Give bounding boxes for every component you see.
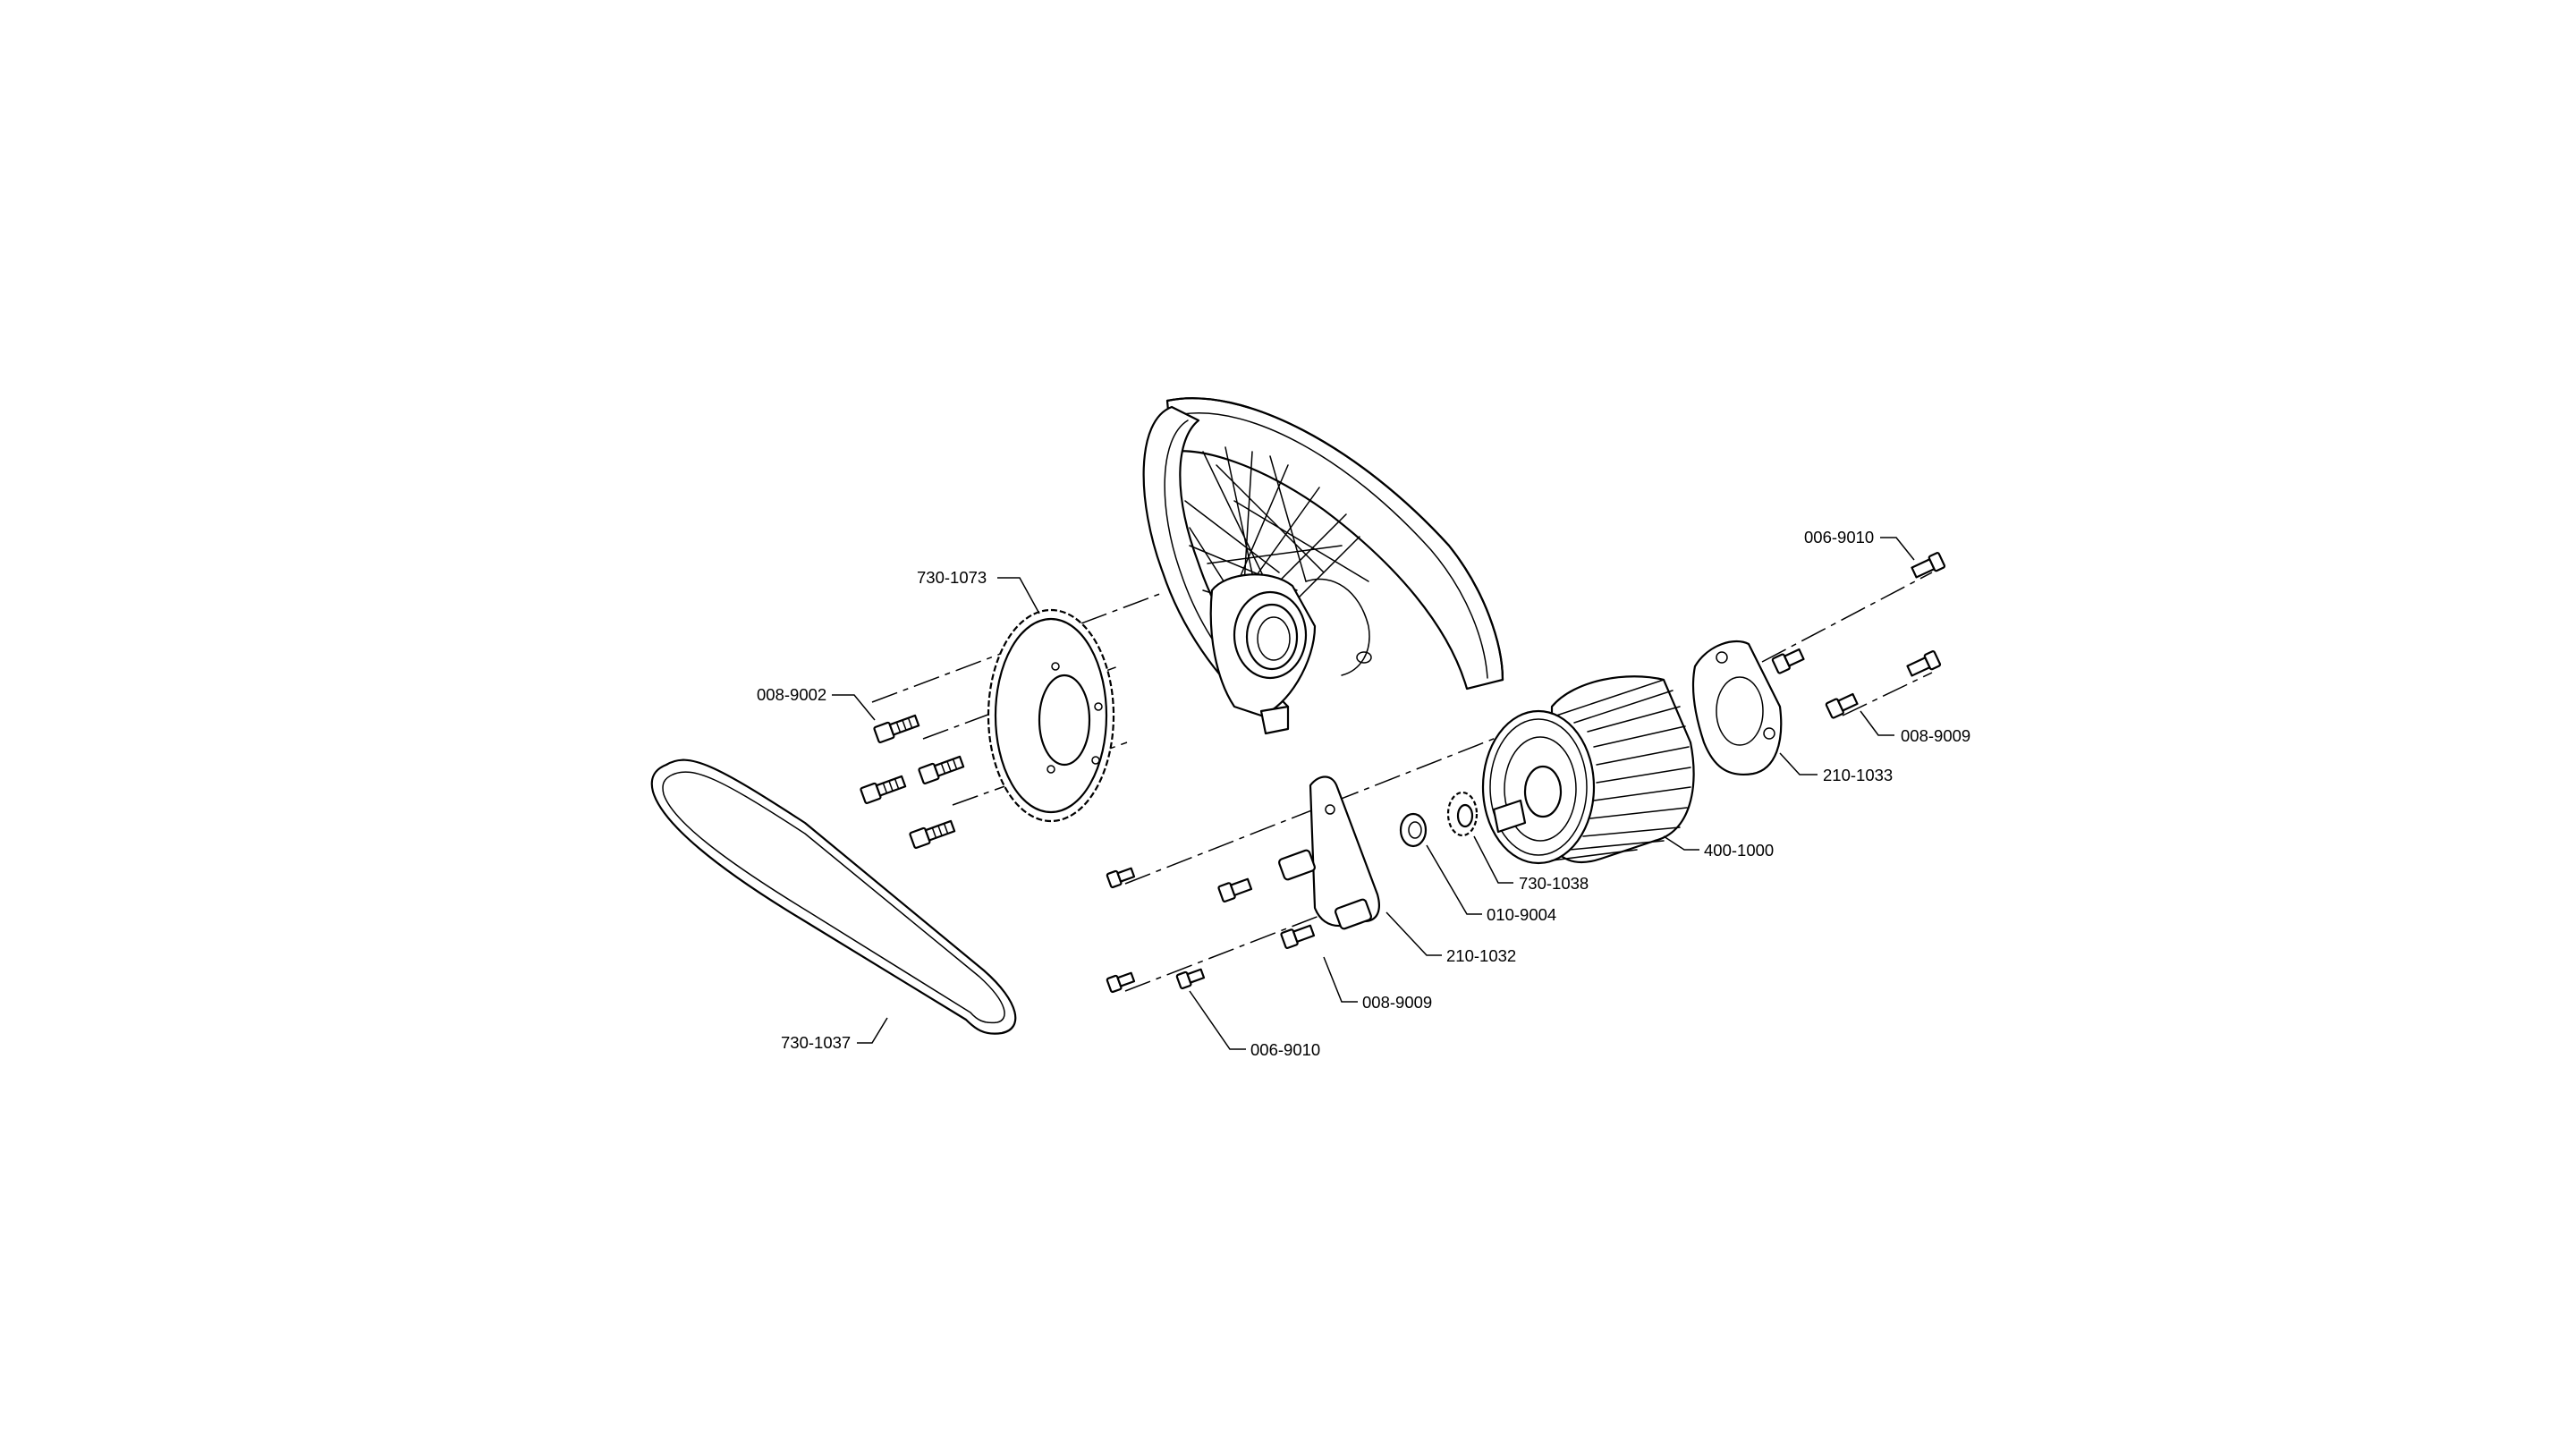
belt-730-1037 [650, 758, 1017, 1035]
sprocket-730-1073 [987, 608, 1115, 823]
callout-400-1000: 400-1000 [1704, 841, 1774, 860]
nut-010-9004 [1399, 812, 1428, 848]
motor-400-1000 [1481, 675, 1695, 865]
motor-sprocket-730-1038 [1446, 791, 1479, 837]
mount-210-1032 [1278, 775, 1380, 930]
callout-008-9009-right: 008-9009 [1901, 726, 1970, 745]
callout-008-9002: 008-9002 [757, 685, 826, 704]
callout-730-1073: 730-1073 [917, 568, 987, 587]
bolts-008-9002 [860, 714, 965, 849]
callout-730-1037: 730-1037 [781, 1033, 851, 1052]
callout-008-9009-bottom: 008-9009 [1362, 993, 1432, 1012]
leader-lines [832, 537, 1915, 1050]
callout-210-1033: 210-1033 [1823, 766, 1893, 784]
callout-labels: 730-1073 008-9002 730-1037 006-9010 008-… [757, 528, 1970, 1059]
rear-wheel [1142, 397, 1504, 735]
bolts-bottom [1106, 867, 1316, 994]
callout-210-1032: 210-1032 [1446, 946, 1516, 965]
bolts-right [1771, 552, 1946, 719]
callout-006-9010-bottom: 006-9010 [1250, 1040, 1320, 1059]
callout-010-9004: 010-9004 [1487, 905, 1556, 924]
callout-730-1038: 730-1038 [1519, 874, 1589, 893]
callout-006-9010-top: 006-9010 [1804, 528, 1874, 547]
plate-210-1033 [1691, 640, 1783, 776]
